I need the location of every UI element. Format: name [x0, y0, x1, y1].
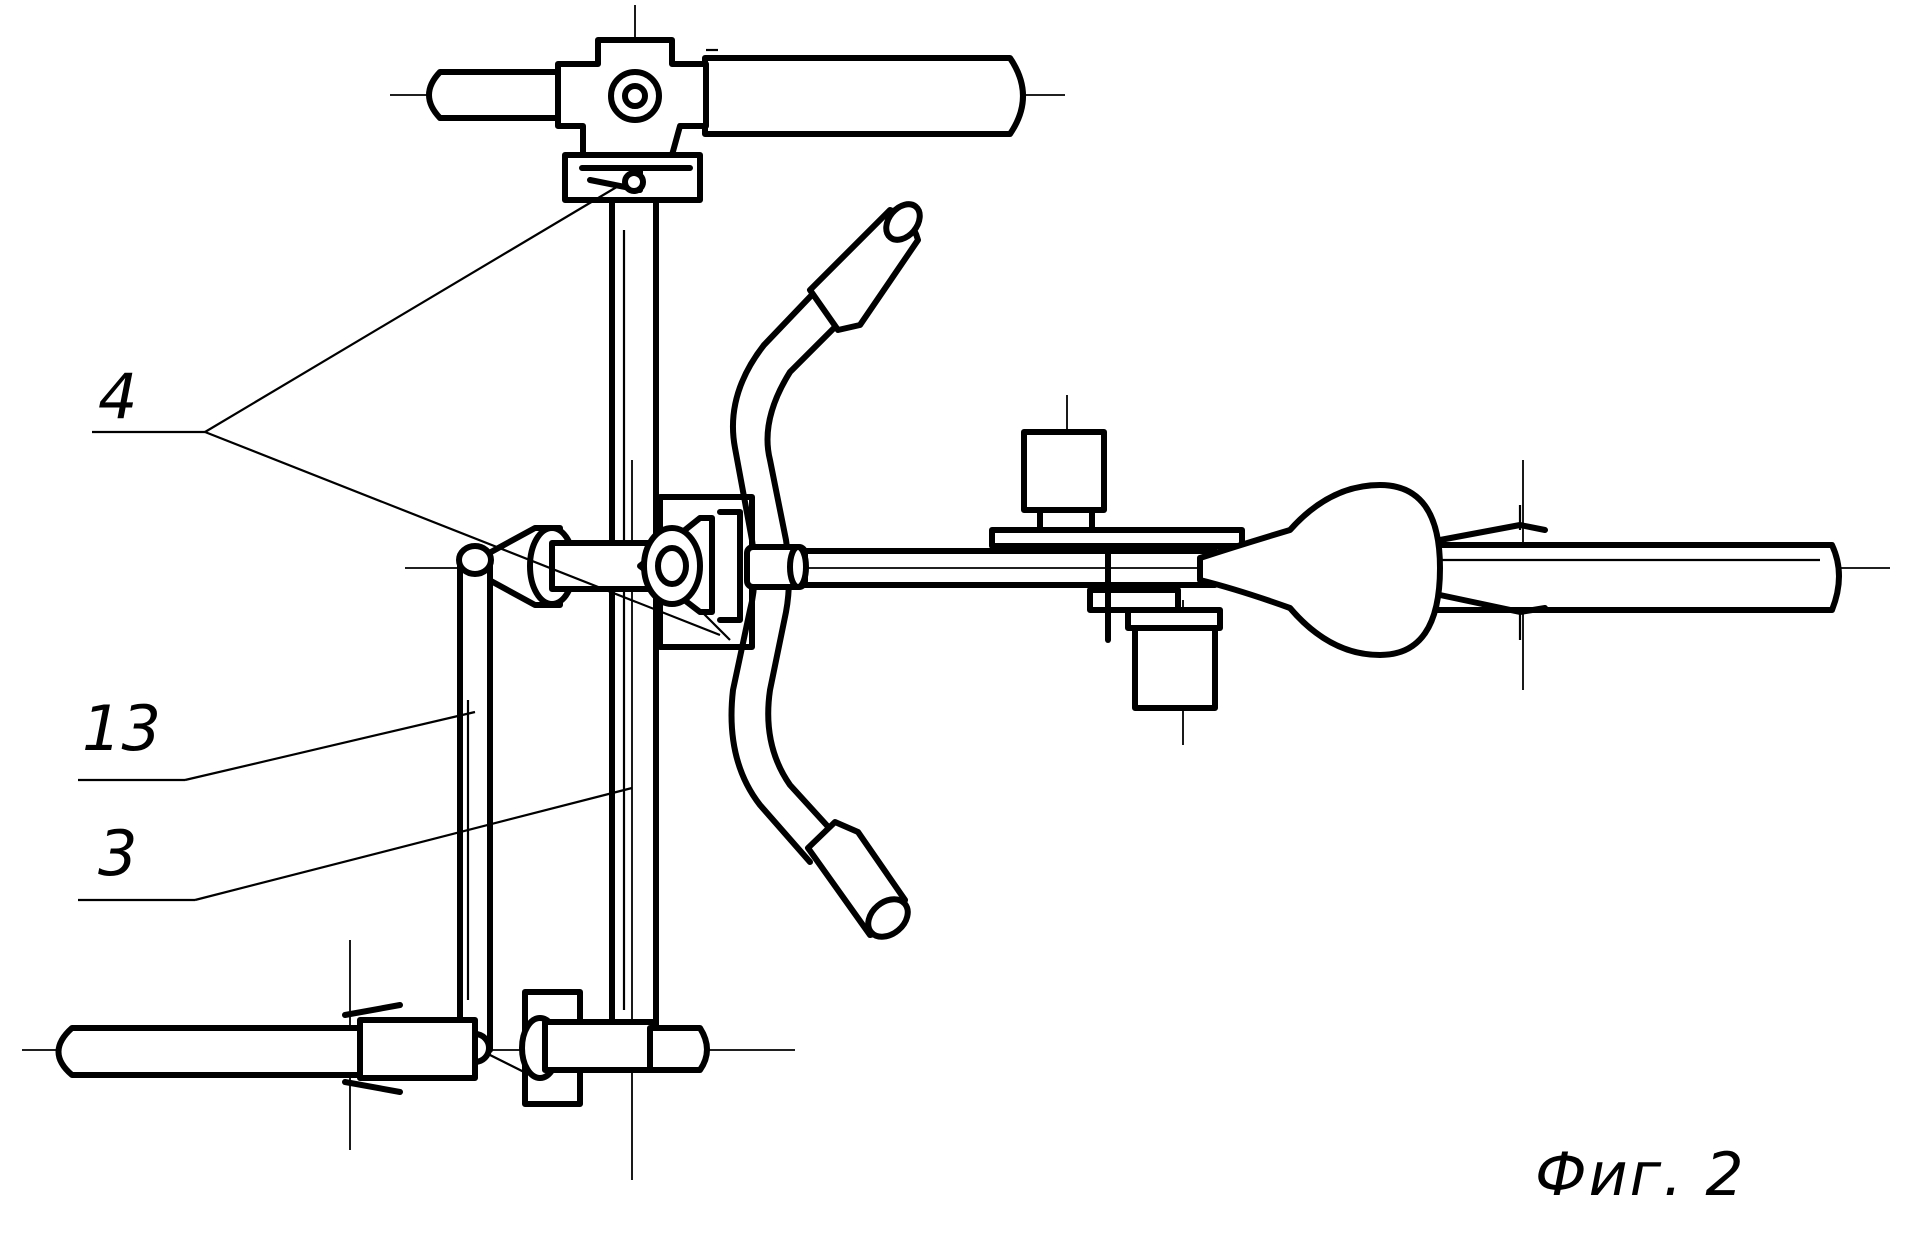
top-pivot: [622, 170, 646, 194]
label-part-4: 4: [98, 360, 137, 433]
beam-rear-tube: [1427, 542, 1842, 613]
steering-handlebar: [728, 201, 923, 940]
bottom-collar: [357, 1017, 478, 1081]
top-grip-right: [702, 55, 1026, 137]
top-handle-assembly: [426, 37, 1026, 203]
crank-arm-body: [457, 559, 493, 1053]
label-part-3: 3: [98, 817, 137, 890]
central-hub: [477, 494, 755, 650]
bottom-handle-assembly: [55, 989, 710, 1107]
top-grip-left: [426, 69, 563, 121]
bottom-shaft-end: [647, 1025, 710, 1073]
leader-lines: [78, 184, 721, 902]
crank-arm: [456, 543, 494, 1065]
saddle-shape: [1197, 482, 1443, 658]
figure-caption: Фиг. 2: [1535, 1140, 1746, 1210]
saddle: [1197, 482, 1548, 658]
pedal-block-top: [1021, 429, 1107, 513]
vertical-tube: [609, 197, 659, 1033]
bottom-shaft: [542, 1019, 658, 1073]
main-beam: [802, 542, 1842, 613]
label-part-13: 13: [82, 692, 161, 765]
pedal-block-bottom: [1132, 625, 1218, 711]
bottom-grip-left: [55, 1025, 403, 1078]
pedal-assembly: [989, 429, 1245, 711]
